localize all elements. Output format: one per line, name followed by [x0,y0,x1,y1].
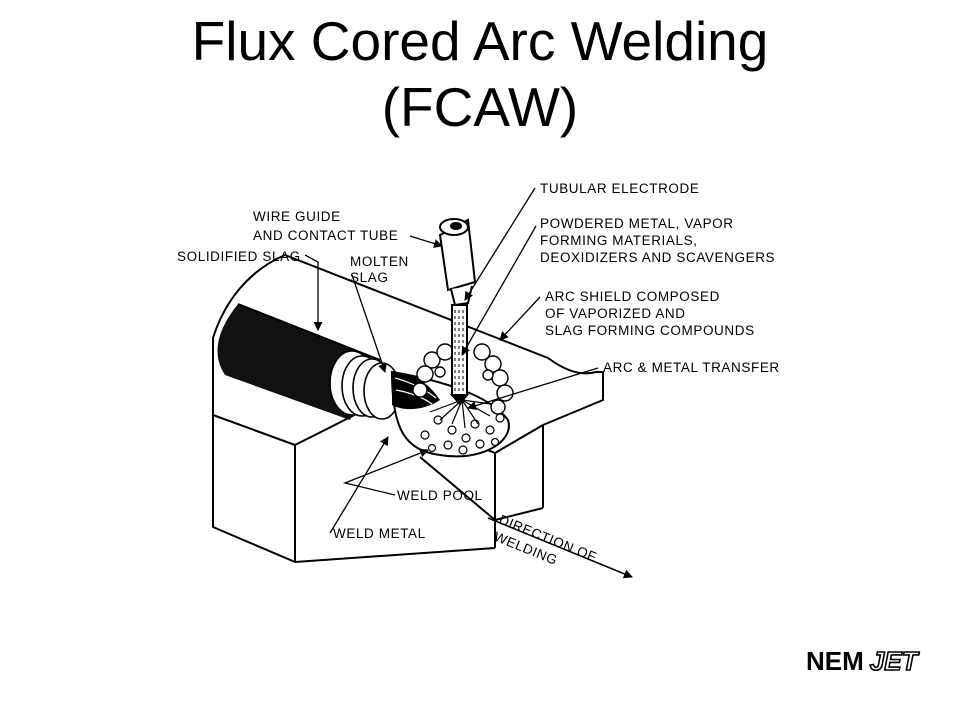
label-powdered-metal-2: FORMING MATERIALS, [540,233,698,248]
logo-jet: JET [869,645,918,677]
label-arc-shield-2: OF VAPORIZED AND [545,306,686,321]
label-wire-guide-1: WIRE GUIDE [253,209,341,224]
label-arc-shield-1: ARC SHIELD COMPOSED [545,289,720,304]
electrode-assembly [438,218,477,406]
label-arc-shield-3: SLAG FORMING COMPOUNDS [545,323,755,338]
label-solidified-slag: SOLIDIFIED SLAG [177,249,301,264]
arc-shield-cloud [412,343,514,415]
label-molten-slag-2: SLAG [350,270,388,285]
logo-nem: NEM [806,646,864,676]
weld-pool [390,370,510,458]
label-molten-slag-1: MOLTEN [350,254,409,269]
direction-arrow [487,517,633,579]
label-powdered-metal-1: POWDERED METAL, VAPOR [540,216,734,231]
label-tubular-electrode: TUBULAR ELECTRODE [540,181,699,196]
weld-bead-ripples [329,350,401,420]
label-powdered-metal-3: DEOXIDIZERS AND SCAVENGERS [540,250,775,265]
slide-title: Flux Cored Arc Welding (FCAW) [0,8,960,140]
label-arc-metal-transfer: ARC & METAL TRANSFER [603,360,780,375]
label-weld-pool: WELD POOL [397,488,483,503]
title-line-2: (FCAW) [381,76,579,138]
leader-lines [304,187,599,534]
label-wire-guide-2: AND CONTACT TUBE [253,228,398,243]
title-line-1: Flux Cored Arc Welding [191,10,769,72]
label-weld-metal: WELD METAL [333,526,426,541]
